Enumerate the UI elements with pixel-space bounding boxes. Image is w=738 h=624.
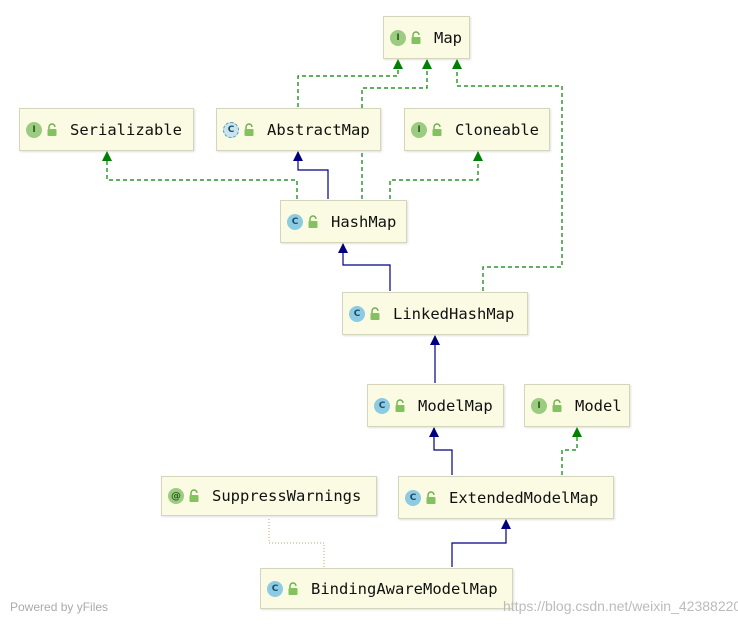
lock-icon [426, 490, 436, 504]
lock-icon [288, 581, 298, 595]
class-icon: C [349, 305, 365, 322]
interface-icon: I [531, 397, 547, 414]
lock-icon [308, 214, 318, 228]
node-label: ModelMap [418, 396, 493, 415]
annotation-icon: @ [168, 488, 184, 504]
node-label: LinkedHashMap [393, 304, 515, 323]
node-bindingawaremodelmap[interactable]: C BindingAwareModelMap [260, 568, 513, 609]
node-model[interactable]: I Model [524, 384, 630, 427]
edge-extendedmodelmap-extends-modelmap [429, 427, 453, 475]
lock-icon [370, 306, 380, 320]
class-icon: C [374, 397, 390, 414]
edge-abstractmap-implements-map [297, 59, 403, 107]
node-extendedmodelmap[interactable]: C ExtendedModelMap [398, 476, 614, 519]
node-label: Map [434, 28, 462, 47]
interface-icon: I [411, 121, 427, 138]
node-abstractmap[interactable]: C AbstractMap [216, 108, 381, 151]
node-label: Model [575, 396, 622, 415]
edge-hashmap-implements-serializable [102, 151, 298, 199]
node-label: Serializable [70, 120, 182, 139]
lock-icon [552, 398, 562, 412]
edge-hashmap-extends-abstractmap [293, 151, 329, 199]
class-icon: C [267, 580, 283, 597]
abstract-class-icon: C [223, 121, 239, 138]
node-label: ExtendedModelMap [449, 488, 599, 507]
interface-icon: I [26, 121, 42, 138]
node-hashmap[interactable]: C HashMap [280, 200, 407, 243]
lock-icon [432, 122, 442, 136]
edge-bindingawaremodelmap-extends-extendedmodelmap [451, 519, 511, 567]
edge-linkedhashmap-implements-map [452, 59, 563, 291]
node-map[interactable]: I Map [383, 16, 470, 59]
node-label: Cloneable [455, 120, 539, 139]
node-modelmap[interactable]: C ModelMap [367, 384, 504, 427]
edge-hashmap-implements-map [361, 59, 432, 199]
class-icon: C [405, 489, 421, 506]
lock-icon [244, 122, 254, 136]
edge-extendedmodelmap-implements-model [561, 427, 582, 475]
lock-icon [395, 398, 405, 412]
node-label: HashMap [331, 212, 397, 231]
node-label: SuppressWarnings [212, 487, 362, 505]
edge-hashmap-implements-cloneable [389, 151, 483, 199]
interface-icon: I [390, 29, 406, 46]
node-suppresswarnings[interactable]: @ SuppressWarnings [161, 476, 377, 516]
node-linkedhashmap[interactable]: C LinkedHashMap [342, 292, 528, 335]
node-label: BindingAwareModelMap [311, 579, 498, 598]
edge-linkedhashmap-extends-hashmap [338, 243, 391, 291]
lock-icon [47, 122, 57, 136]
watermark-blog-url: https://blog.csdn.net/weixin_42388220 [503, 598, 738, 614]
edge-bindingawaremodelmap-annotated-suppresswarnings [268, 517, 325, 567]
node-cloneable[interactable]: I Cloneable [404, 108, 550, 151]
node-serializable[interactable]: I Serializable [19, 108, 194, 151]
node-label: AbstractMap [267, 120, 370, 139]
class-icon: C [287, 213, 303, 230]
lock-icon [189, 489, 199, 502]
watermark-yfiles: Powered by yFiles [10, 600, 109, 614]
lock-icon [411, 30, 421, 44]
